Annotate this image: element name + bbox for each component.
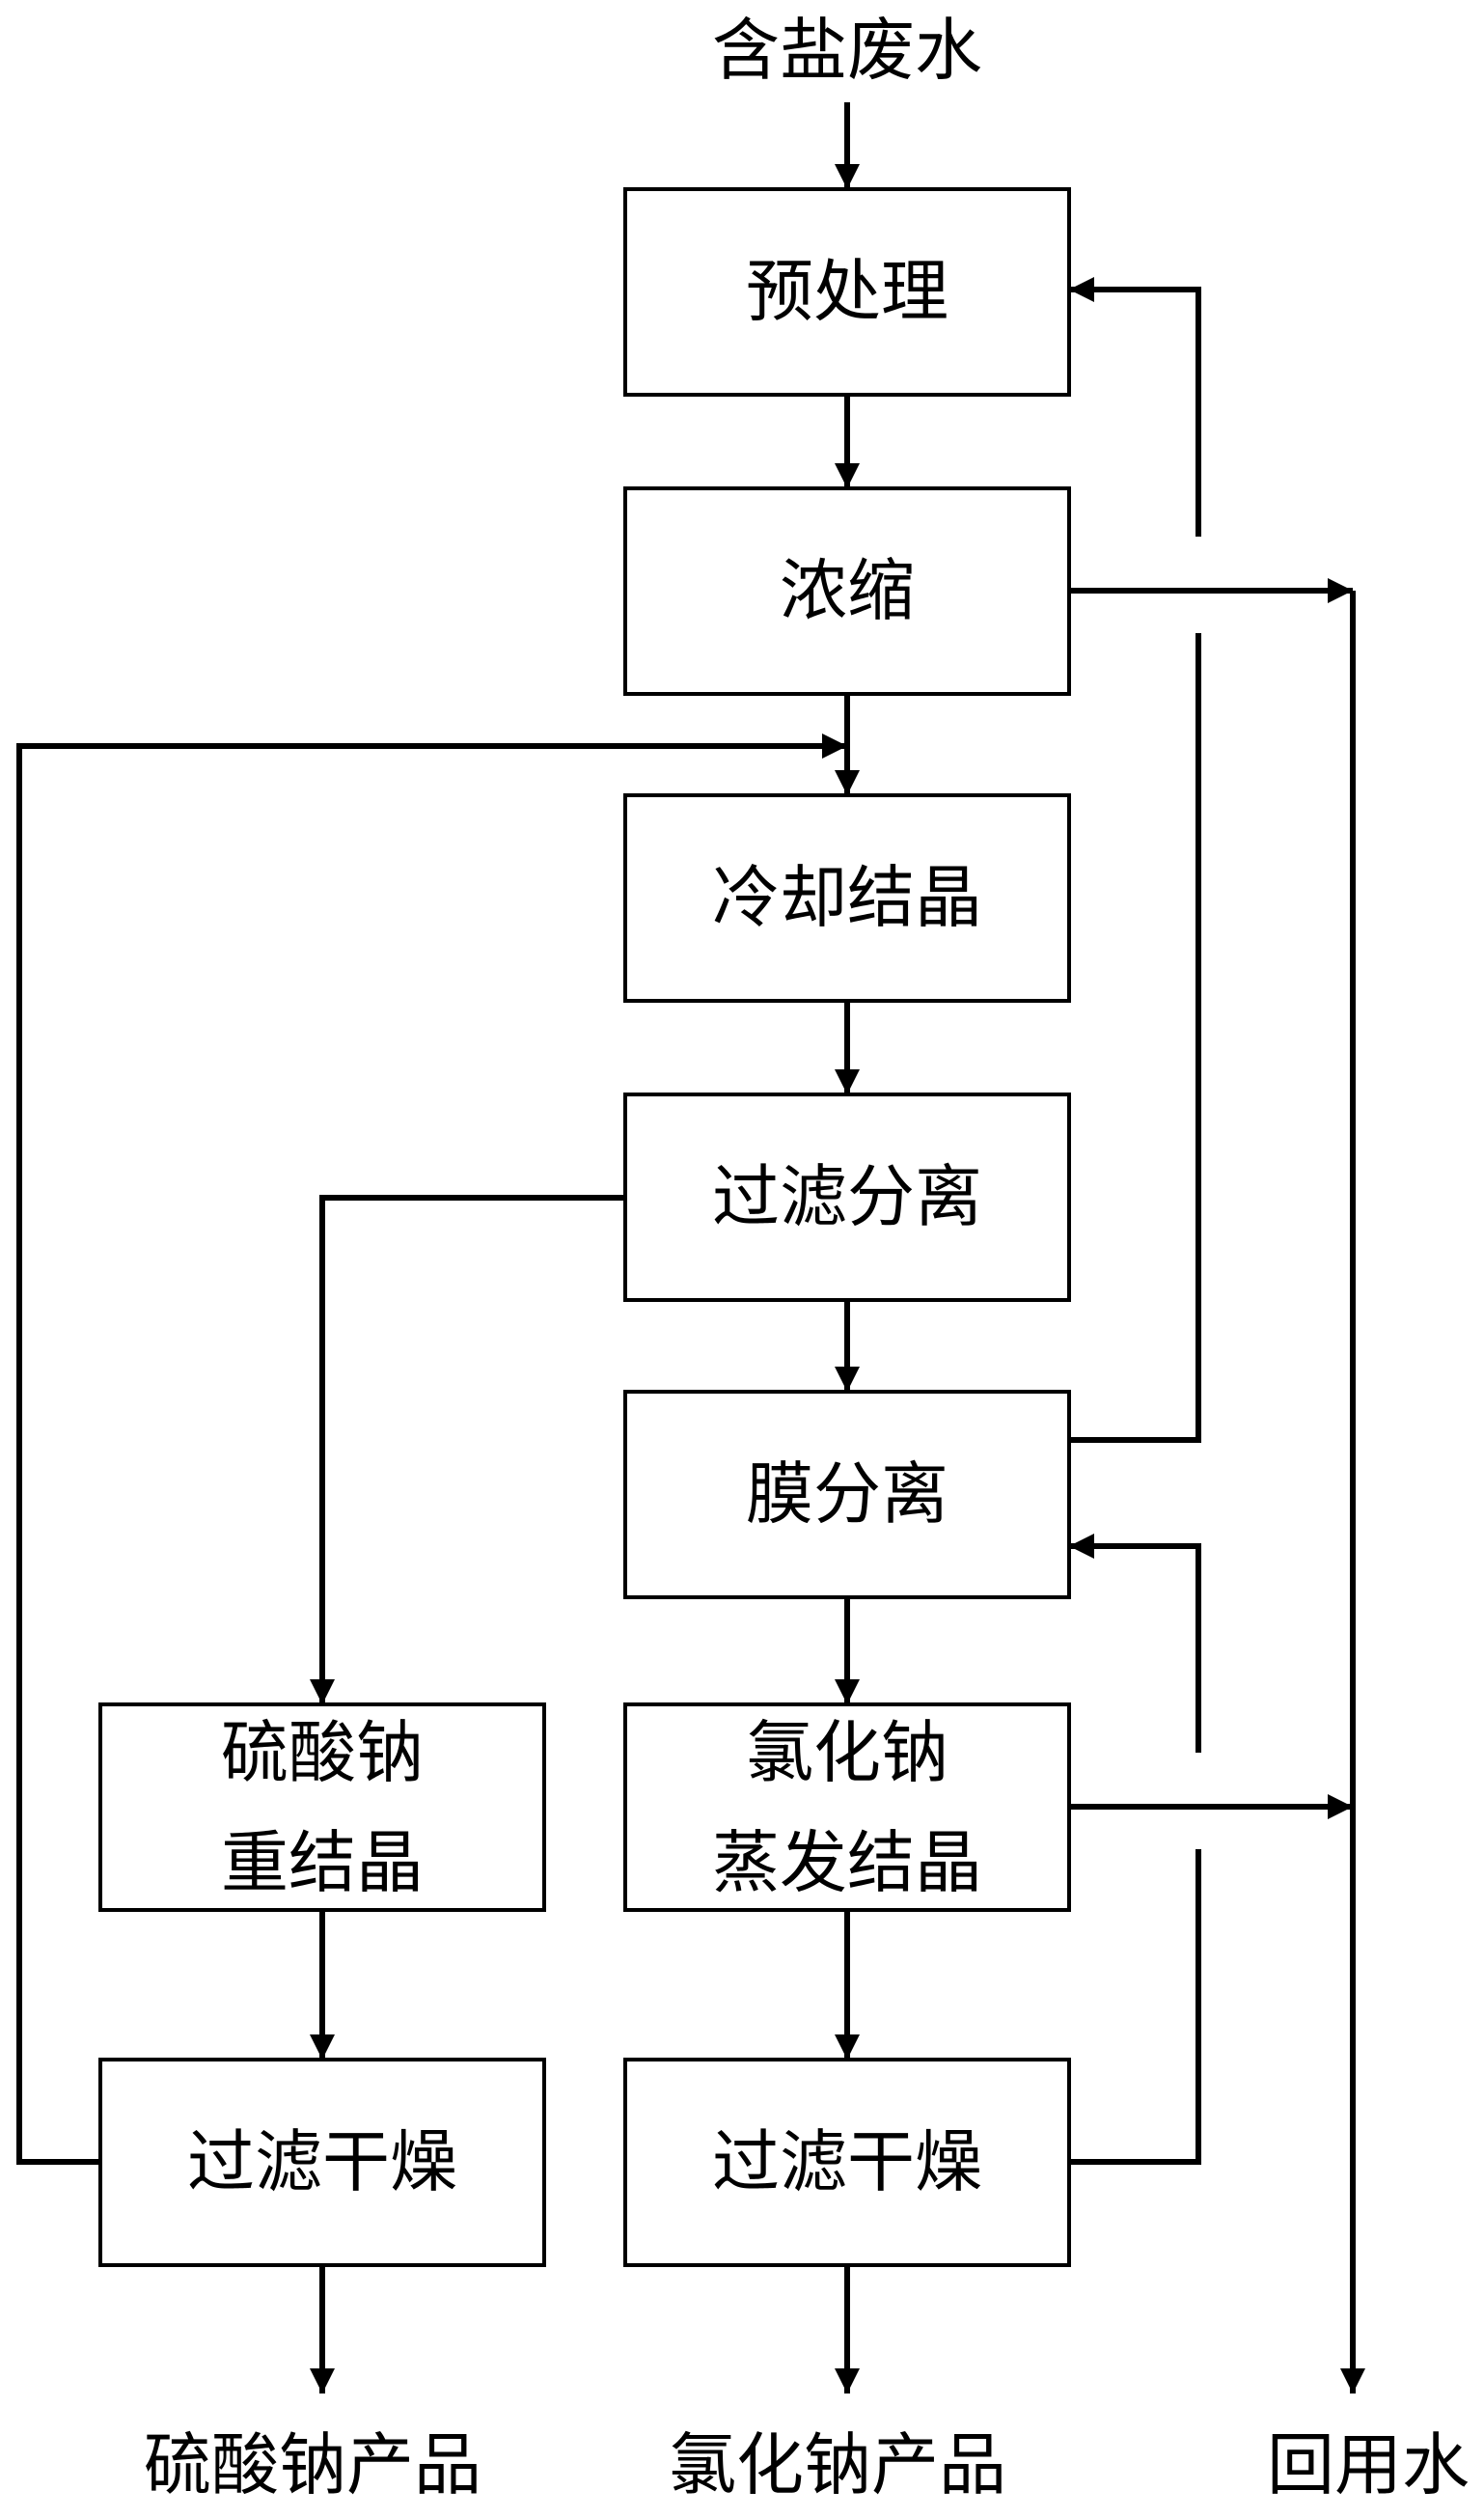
arrow-membrane-return-to-pretreatment xyxy=(1069,277,1201,1443)
output-sodium-chloride-label: 氯化钠产品 xyxy=(669,2425,1006,2504)
crossing-gap-upper xyxy=(1193,537,1204,633)
arrow-filtration-to-recrystallization xyxy=(310,1195,625,1704)
box-pretreatment xyxy=(623,187,1071,397)
output-sodium-sulfate-label: 硫酸钠产品 xyxy=(144,2425,481,2504)
sodium-chloride-evap-line1: 氯化钠 xyxy=(746,1713,948,1792)
box-filtration-separation xyxy=(623,1093,1071,1302)
crossing-gap-lower xyxy=(1193,1753,1204,1849)
membrane-separation-label: 膜分离 xyxy=(746,1454,948,1534)
arrow-mother-liquor-recycle-to-cooling xyxy=(16,733,847,2165)
filter-dry-left-label: 过滤干燥 xyxy=(187,2122,457,2201)
output-reuse-water-label: 回用水 xyxy=(1267,2425,1470,2504)
input-wastewater-label: 含盐废水 xyxy=(712,11,982,90)
filtration-separation-label: 过滤分离 xyxy=(712,1157,982,1236)
arrow-filter-dry-return-to-membrane xyxy=(1069,1534,1201,2165)
box-membrane-separation xyxy=(623,1390,1071,1599)
sodium-sulfate-recryst-line2: 重结晶 xyxy=(221,1823,424,1902)
filter-dry-right-label: 过滤干燥 xyxy=(712,2122,982,2201)
sodium-sulfate-recryst-line1: 硫酸钠 xyxy=(221,1713,424,1792)
sodium-chloride-evap-line2: 蒸发结晶 xyxy=(712,1823,982,1902)
concentration-label: 浓缩 xyxy=(780,551,915,630)
box-sodium-chloride-evaporation xyxy=(623,1702,1071,1912)
pretreatment-label: 预处理 xyxy=(746,252,948,331)
box-concentration xyxy=(623,486,1071,696)
cooling-crystallization-label: 冷却结晶 xyxy=(712,858,982,937)
